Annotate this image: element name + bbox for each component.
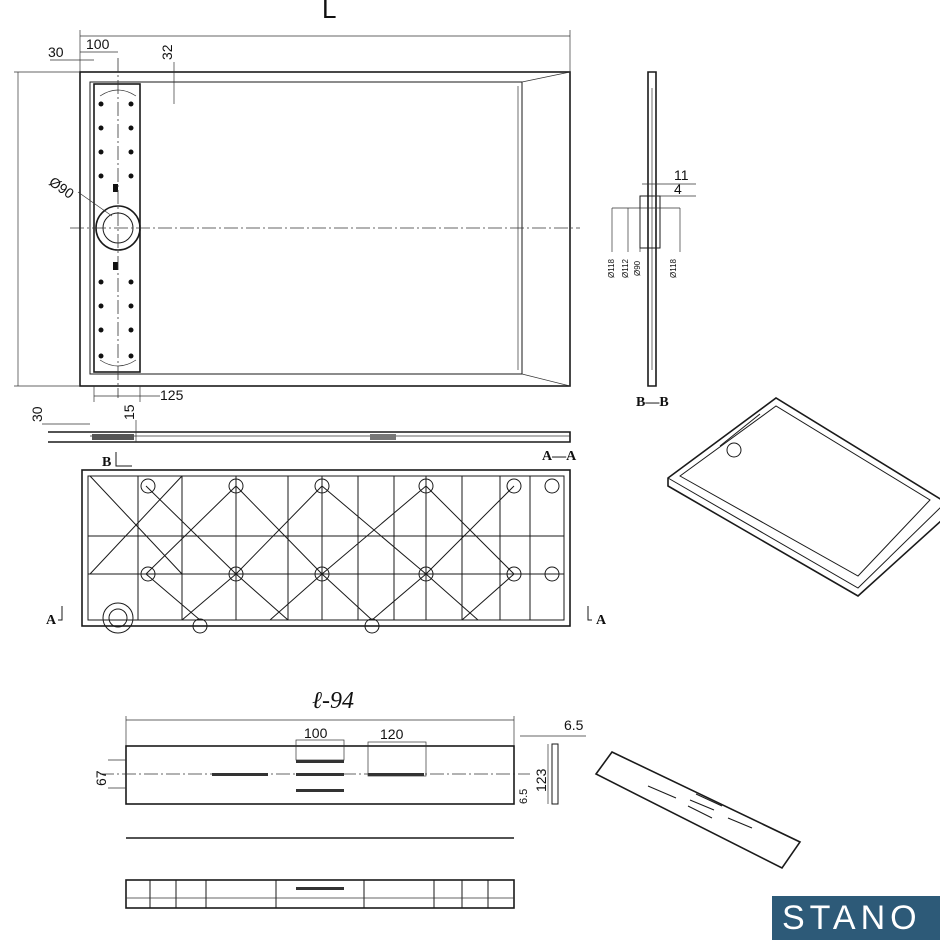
tray-outline (79, 71, 571, 387)
grate-dim-123: 123 (533, 768, 549, 792)
grate-plate (125, 745, 515, 805)
dim-32: 32 (159, 44, 175, 60)
grate-drawing: ℓ-94 100 120 67 6.5 123 6.5 (93, 688, 586, 909)
tray-isometric (667, 397, 940, 597)
marker-a-right: A (596, 613, 607, 628)
support-bosses (102, 478, 560, 634)
dim-30-side: 30 (29, 406, 45, 422)
dim-4: 4 (674, 181, 682, 197)
dia-118-right: Ø118 (669, 258, 678, 278)
brand-logo: STANO (772, 896, 940, 940)
dia-90: Ø90 (633, 260, 642, 276)
section-bb: 11 4 Ø118 Ø112 Ø90 Ø118 B—B (607, 71, 696, 410)
grate-dim-67: 67 (93, 770, 109, 786)
dim-100: 100 (86, 36, 110, 52)
dim-dia90: Ø90 (46, 173, 77, 201)
section-b-label: B (102, 455, 111, 470)
grate-isometric (594, 750, 802, 870)
grate-dim-100: 100 (304, 725, 328, 741)
dia-118-left: Ø118 (607, 258, 616, 278)
tray-underside-view: B A—A A A (46, 449, 607, 634)
grate-slots (212, 760, 424, 792)
channel-holes (98, 101, 134, 359)
dim-125: 125 (160, 387, 184, 403)
grate-dim-120: 120 (380, 726, 404, 742)
grate-dim-6-5-side: 6.5 (518, 789, 530, 804)
dim-15-side: 15 (121, 404, 137, 420)
dim-30: 30 (48, 44, 64, 60)
length-label: L (322, 0, 336, 24)
dim-11: 11 (674, 167, 689, 183)
tray-top-view: L (14, 0, 580, 403)
grate-dim-6-5-top: 6.5 (564, 717, 584, 733)
tray-side-profile: 30 15 (29, 404, 571, 443)
dia-112: Ø112 (621, 258, 630, 278)
marker-a-left: A (46, 613, 57, 628)
section-aa-label: A—A (542, 449, 577, 464)
grate-length-label: ℓ-94 (312, 688, 354, 714)
section-bb-label: B—B (636, 395, 669, 410)
